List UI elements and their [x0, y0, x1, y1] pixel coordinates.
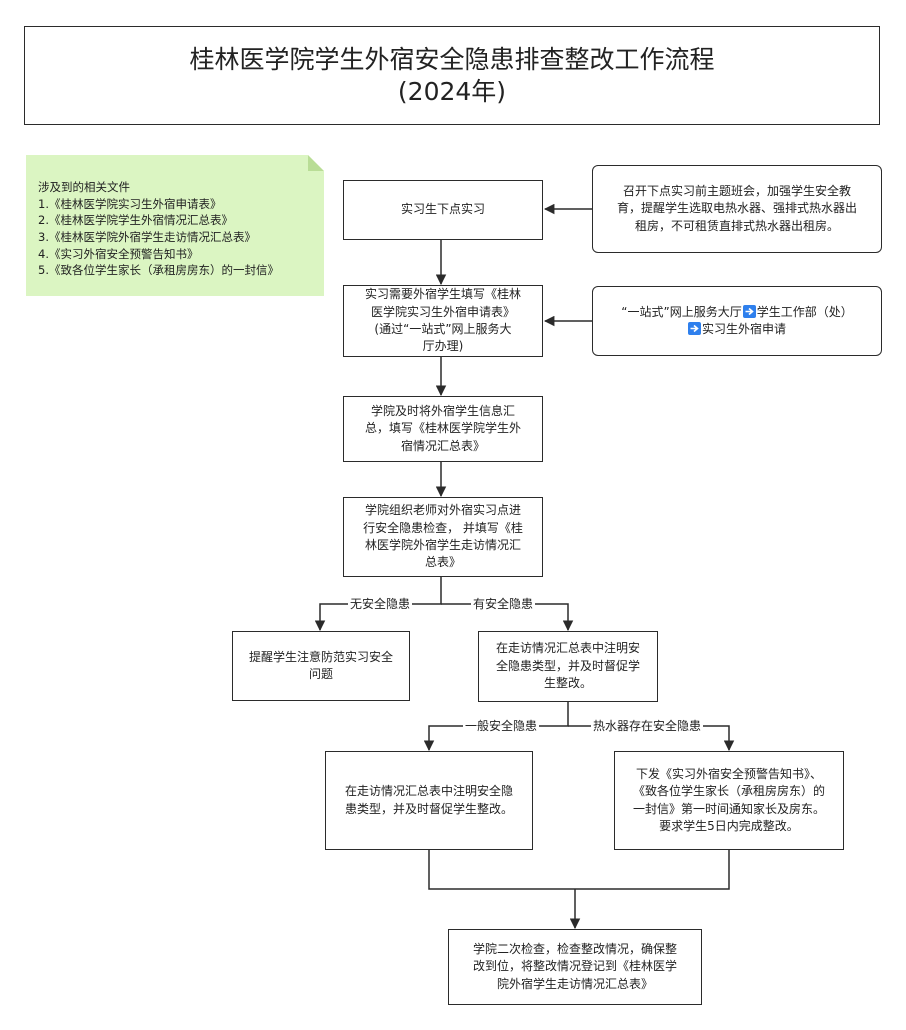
node-text: 全隐患类型，并及时督促学	[495, 658, 640, 673]
node-text: 总表》	[424, 555, 461, 570]
node-text: 实习需要外宿学生填写《桂林	[364, 287, 521, 302]
node-text: 一封信》第一时间通知家长及房东。	[632, 801, 825, 816]
node-note-type: 在走访情况汇总表中注明安 全隐患类型，并及时督促学 生整改。	[478, 631, 658, 702]
node-text: 实习生外宿申请	[621, 321, 852, 338]
edge-label-has-hazard: 有安全隐患	[471, 597, 536, 611]
note-file-item: 4.《实习外宿安全预警告知书》	[38, 246, 199, 261]
node-intern-leave: 实习生下点实习	[343, 180, 543, 240]
node-text: 医学院实习生外宿申请表》	[370, 304, 515, 319]
note-file-item: 3.《桂林医学院外宿学生走访情况汇总表》	[38, 230, 256, 245]
note-file-item: 5.《致各位学生家长（承租房房东）的一封信》	[38, 263, 279, 278]
node-text: 改到位，将整改情况登记到《桂林医学	[472, 959, 677, 974]
node-general-fix: 在走访情况汇总表中注明安全隐 患类型，并及时督促学生整改。	[325, 751, 533, 850]
node-text: 育，提醒学生选取电热水器、强排式热水器出	[616, 201, 857, 216]
edge-label-general-hazard: 一般安全隐患	[463, 719, 540, 733]
node-warning: 下发《实习外宿安全预警告知书》、 《致各位学生家长（承租房房东）的 一封信》第一…	[614, 751, 844, 850]
edge-warning-to-merge	[575, 850, 730, 890]
node-text: 实习生下点实习	[400, 202, 485, 217]
arrow-right-icon	[742, 304, 756, 318]
node-text: 在走访情况汇总表中注明安全隐	[344, 784, 513, 799]
title-line-1: 桂林医学院学生外宿安全隐患排查整改工作流程	[189, 45, 715, 75]
node-text: 召开下点实习前主题班会，加强学生安全教	[622, 183, 851, 198]
edge-label-heater-hazard: 热水器存在安全隐患	[591, 719, 704, 733]
node-text: 提醒学生注意防范实习安全	[248, 649, 393, 664]
edge-general-to-merge	[428, 850, 575, 890]
page-title: 桂林医学院学生外宿安全隐患排查整改工作流程 (2024年)	[24, 26, 880, 125]
node-text: 宿情况汇总表》	[400, 438, 485, 453]
node-text: 下发《实习外宿安全预警告知书》、	[635, 766, 822, 781]
node-text: 问题	[308, 667, 333, 681]
arrow-right-icon	[687, 322, 701, 335]
node-text: 总，填写《桂林医学院学生外	[364, 421, 521, 436]
related-files-note: 涉及到的相关文件 1.《桂林医学院实习生外宿申请表》 2.《桂林医学院学生外宿情…	[26, 155, 324, 296]
node-summarize: 学院及时将外宿学生信息汇 总，填写《桂林医学院学生外 宿情况汇总表》	[343, 396, 543, 462]
node-text: 生整改。	[543, 676, 592, 691]
node-remind: 提醒学生注意防范实习安全 问题	[232, 631, 410, 701]
note-file-item: 1.《桂林医学院实习生外宿申请表》	[38, 196, 222, 211]
node-text: 学院二次检查，检查整改情况，确保整	[472, 941, 677, 956]
node-text: 行安全隐患检查， 并填写《桂	[363, 520, 523, 535]
node-text: 学院及时将外宿学生信息汇	[370, 403, 515, 418]
note-file-item: 2.《桂林医学院学生外宿情况汇总表》	[38, 213, 233, 228]
one-stop-hall-text: “一站式”网上服务大厅	[621, 304, 742, 319]
node-recheck: 学院二次检查，检查整改情况，确保整 改到位，将整改情况登记到《桂林医学 院外宿学…	[448, 929, 702, 1005]
student-affairs-text: 学生工作部（处）	[756, 304, 853, 319]
node-text: 患类型，并及时督促学生整改。	[344, 801, 513, 816]
edge-label-no-hazard: 无安全隐患	[348, 597, 413, 611]
note-fold-corner	[308, 155, 324, 171]
node-text: 院外宿学生走访情况汇总表》	[496, 976, 653, 991]
node-text: 租房，不可租赁直排式热水器出租房。	[634, 218, 839, 233]
node-one-stop: “一站式”网上服务大厅学生工作部（处） 实习生外宿申请	[592, 286, 882, 356]
node-text: 学院组织老师对外宿实习点进	[364, 503, 521, 518]
node-text: 厅办理)	[422, 339, 464, 354]
node-text: “一站式”网上服务大厅学生工作部（处）	[621, 304, 853, 321]
node-text: 在走访情况汇总表中注明安	[495, 641, 640, 656]
title-line-2: (2024年)	[397, 76, 507, 106]
node-text: 林医学院外宿学生走访情况汇	[364, 538, 521, 552]
node-text: (通过“一站式”网上服务大	[374, 322, 512, 336]
intern-lodging-text: 实习生外宿申请	[701, 322, 786, 336]
node-inspection: 学院组织老师对外宿实习点进 行安全隐患检查， 并填写《桂 林医学院外宿学生走访情…	[343, 497, 543, 577]
node-text: 要求学生5日内完成整改。	[659, 818, 799, 833]
node-fill-application: 实习需要外宿学生填写《桂林 医学院实习生外宿申请表》 (通过“一站式”网上服务大…	[343, 285, 543, 357]
node-text: 《致各位学生家长（承租房房东）的	[632, 784, 825, 799]
node-class-meeting: 召开下点实习前主题班会，加强学生安全教 育，提醒学生选取电热水器、强排式热水器出…	[592, 165, 882, 253]
note-heading: 涉及到的相关文件	[38, 180, 130, 194]
